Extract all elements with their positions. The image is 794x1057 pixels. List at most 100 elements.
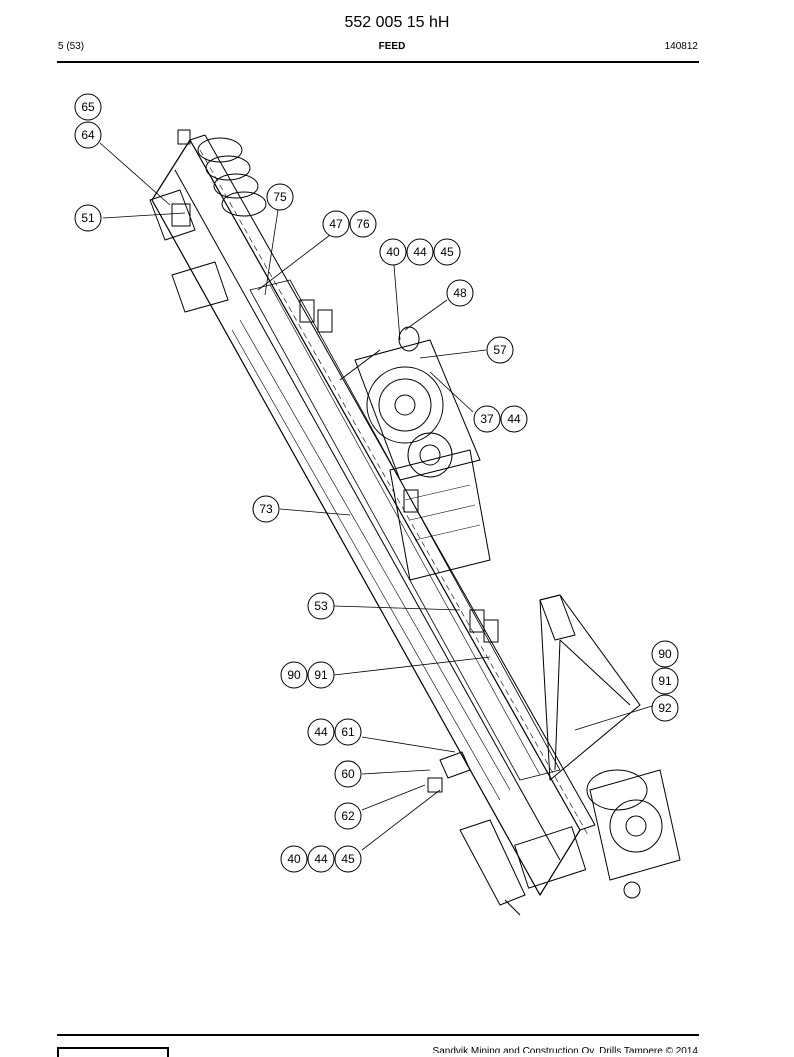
callout-label: 62 [341, 809, 355, 823]
callout-53: 53 [307, 592, 335, 620]
top-hose-drum [177, 129, 267, 217]
callout-circle [446, 279, 474, 307]
callout-circle [74, 93, 102, 121]
callout-label: 37 [480, 412, 494, 426]
callout-44: 44 [500, 405, 528, 433]
callout-90: 90 [280, 661, 308, 689]
callout-circle [307, 661, 335, 689]
callout-label: 45 [440, 245, 454, 259]
callout-73: 73 [252, 495, 280, 523]
callout-92: 92 [651, 694, 679, 722]
top-bracket [149, 189, 229, 313]
callout-label: 73 [259, 502, 273, 516]
document-number: 552 005 15 hH [344, 14, 450, 31]
leader-lines [99, 142, 653, 851]
callout-circle [74, 204, 102, 232]
callout-45: 45 [334, 845, 362, 873]
page-number: 5 (53) [58, 41, 85, 52]
callout-label: 90 [658, 647, 672, 661]
callout-circle [406, 238, 434, 266]
callout-circle [307, 592, 335, 620]
callout-circle [500, 405, 528, 433]
callout-circle [651, 640, 679, 668]
callout-circle [433, 238, 461, 266]
callout-40: 40 [280, 845, 308, 873]
sandvik-logo [57, 1047, 169, 1057]
rotation-unit [339, 326, 491, 581]
callout-label: 51 [81, 211, 95, 225]
callout-circle [280, 661, 308, 689]
callout-circle [349, 210, 377, 238]
callout-91: 91 [651, 667, 679, 695]
document-date: 140812 [664, 41, 698, 52]
callout-51: 51 [74, 204, 102, 232]
callout-circle [473, 405, 501, 433]
callout-label: 45 [341, 852, 355, 866]
callout-circle [486, 336, 514, 364]
callout-label: 61 [341, 725, 355, 739]
callout-label: 57 [493, 343, 507, 357]
callout-label: 91 [314, 668, 328, 682]
callout-circle [334, 760, 362, 788]
callout-label: 60 [341, 767, 355, 781]
callout-label: 92 [658, 701, 672, 715]
callout-label: 40 [386, 245, 400, 259]
callout-65: 65 [74, 93, 102, 121]
callout-circle [280, 845, 308, 873]
callout-circle [379, 238, 407, 266]
bottom-end [459, 769, 681, 916]
callout-75: 75 [266, 183, 294, 211]
callout-64: 64 [74, 121, 102, 149]
callout-label: 47 [329, 217, 343, 231]
callout-circle [307, 845, 335, 873]
callout-circle [651, 667, 679, 695]
callout-76: 76 [349, 210, 377, 238]
footer-copyright: Sandvik Mining and Construction Oy, Dril… [432, 1046, 698, 1053]
callout-label: 44 [507, 412, 521, 426]
lower-support-frame [539, 594, 641, 781]
callout-label: 44 [413, 245, 427, 259]
callout-label: 64 [81, 128, 95, 142]
stop-bracket [427, 751, 471, 793]
callout-90: 90 [651, 640, 679, 668]
callout-circle [334, 718, 362, 746]
callout-57: 57 [486, 336, 514, 364]
callout-label: 40 [287, 852, 301, 866]
callout-61: 61 [334, 718, 362, 746]
callout-37: 37 [473, 405, 501, 433]
callout-circle [322, 210, 350, 238]
callout-62: 62 [334, 802, 362, 830]
callout-label: 91 [658, 674, 672, 688]
callout-label: 44 [314, 852, 328, 866]
footer-rule [57, 1034, 699, 1036]
callout-47: 47 [322, 210, 350, 238]
callout-45: 45 [433, 238, 461, 266]
callout-44: 44 [307, 718, 335, 746]
callout-circle [266, 183, 294, 211]
callout-label: 75 [273, 190, 287, 204]
callout-circle [252, 495, 280, 523]
callout-label: 65 [81, 100, 95, 114]
callout-91: 91 [307, 661, 335, 689]
callout-circle [334, 845, 362, 873]
callout-circle [74, 121, 102, 149]
section-title: FEED [378, 41, 406, 52]
callout-circle [651, 694, 679, 722]
rail-guides [299, 299, 499, 643]
callout-circle [307, 718, 335, 746]
callout-label: 90 [287, 668, 301, 682]
callout-44: 44 [406, 238, 434, 266]
callout-label: 44 [314, 725, 328, 739]
callout-label: 48 [453, 286, 467, 300]
callout-48: 48 [446, 279, 474, 307]
callout-label: 53 [314, 599, 328, 613]
header-rule [57, 61, 699, 63]
feed-rail [249, 279, 561, 781]
callout-40: 40 [379, 238, 407, 266]
callout-label: 76 [356, 217, 370, 231]
callout-circle [334, 802, 362, 830]
callout-60: 60 [334, 760, 362, 788]
callout-44: 44 [307, 845, 335, 873]
